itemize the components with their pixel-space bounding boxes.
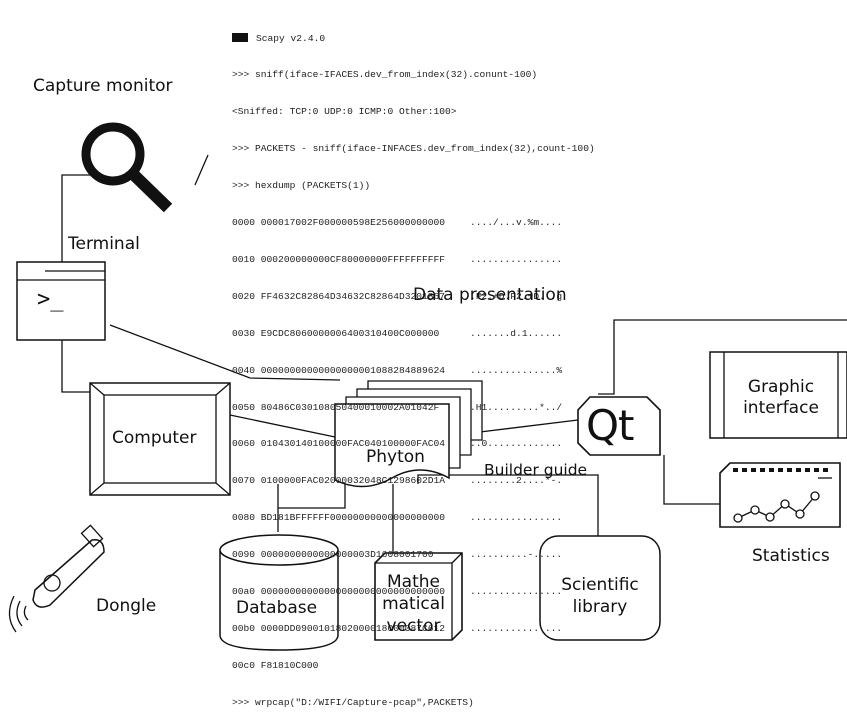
scapy-terminal-output: Scapy v2.4.0 >>> sniff(iface-IFACES.dev_… [232,8,595,721]
database-icon [219,534,339,651]
statistics-label: Statistics [752,546,830,566]
sci-label-line2: library [572,597,628,618]
hexdump-hex: 0060 010430140100000FAC040100000FAC04 [232,438,446,450]
computer-monitor [89,382,231,496]
hexdump-row: 0070 0100000FAC02000032048C1298602D1A...… [232,475,595,487]
math-label-line1: Mathe [387,572,440,592]
qt-logo-icon [577,396,661,456]
builder-guide-label: Builder guide [484,461,588,479]
hexdump-row: 0040 00000000000000000001088284889624...… [232,365,595,377]
scientific-library-box [539,535,661,641]
graphic-interface-label: Graphic interface [724,377,838,420]
qt-logo-text: Qt [586,401,635,450]
hexdump-ascii: ...............% [470,364,563,376]
graphic-label-line1: Graphic [747,377,815,397]
hexdump-hex: 0040 00000000000000000001088284889624 [232,364,446,376]
hexdump-hex: 0090 0000000000000000003D1608001700 [232,549,434,561]
hexdump-hex: 0030 E9CDC8060000006400310400C000000 [232,327,440,339]
terminal-line: >>> hexdump (PACKETS(1)) [232,180,371,192]
terminal-line: >>> sniff(iface-IFACES.dev_from_index(32… [232,69,538,81]
terminal-app-icon [232,32,248,42]
capture-monitor-label: Capture monitor [33,76,173,96]
terminal-prompt-icon: >_ [37,287,64,312]
terminal-line: >>> PACKETS - sniff(iface-INFACES.dev_fr… [232,143,595,155]
hexdump-hex: 0080 BD181BFFFFFF00000000000000000000 [232,512,446,524]
hexdump-ascii: ................ [470,253,563,265]
hexdump-row: 0080 BD181BFFFFFF00000000000000000000...… [232,512,595,524]
math-label-line2: matical [382,594,445,615]
terminal-line: <Sniffed: TCP:0 UDP:0 ICMP:0 Other:100> [232,106,457,118]
hexdump-ascii: ................ [470,585,563,597]
hexdump-row: 00a0 00000000000000000000000000000000...… [232,586,595,598]
usb-dongle-icon [8,524,105,633]
math-vector-cube [374,552,463,641]
terminal-label: Terminal [68,234,140,254]
hexdump-hex: 00b0 0000DD0900101802000018000087C612 [232,622,446,634]
scientific-library-label: Scientific library [540,574,660,618]
search-icon [81,122,173,213]
hexdump-row: 0090 0000000000000000003D1608001700.....… [232,549,595,561]
hexdump-hex: 0070 0100000FAC02000032048C1298602D1A [232,475,446,487]
hexdump-hex: 0010 000200000000CF80000000FFFFFFFFFF [232,253,446,265]
terminal-title-row: Scapy v2.4.0 [232,32,595,45]
math-label-line3: vector [386,616,441,637]
hexdump-row: 00b0 0000DD0900101802000018000087C612...… [232,623,595,635]
hexdump-ascii: ..........-..... [470,549,563,561]
sci-label-line1: Scientific [561,575,639,595]
data-presentation-label: Data presentation [413,285,567,305]
hexdump-row: 0020 FF4632C82864D34632C82864D3201867 .F2… [232,291,595,303]
hexdump-hex: 00a0 00000000000000000000000000000000 [232,585,446,597]
terminal-title: Scapy v2.4.0 [256,32,326,44]
hexdump-ascii: .H1.........*../ [470,401,563,413]
math-vector-label: Mathe matical vector [375,571,452,637]
hexdump-ascii: .F2.+D.F2.+D. .g [470,290,563,302]
graphic-interface-box [709,351,847,439]
database-label: Database [236,598,318,618]
hexdump-hex: 0050 80486C030108050400010002A01042F [232,401,440,413]
hexdump-ascii: .......d.1...... [470,327,563,339]
hexdump-hex: 00c0 F81810C000 [232,659,319,671]
statistics-card [719,462,841,528]
phyton-label: Phyton [366,447,425,467]
hexdump-ascii: ................ [470,512,563,524]
hexdump-ascii: ................ [470,622,563,634]
computer-label: Computer [112,428,197,448]
python-documents [334,380,483,488]
hexdump-row: 00c0 F81810C000 [232,660,595,672]
terminal-window-icon [16,261,106,341]
hexdump-row: 0060 010430140100000FAC040100000FAC04 ..0… [232,438,595,450]
hexdump-row: 0000 000017002F000000598E256000000000...… [232,217,595,229]
hexdump-hex: 0020 FF4632C82864D34632C82864D3201867 [232,290,446,302]
terminal-line: >>> wrpcap("D:/WIFI/Capture-pcap",PACKET… [232,696,474,708]
hexdump-ascii: ..../...v.%m.... [470,217,563,229]
hexdump-row: 0030 E9CDC8060000006400310400C000000....… [232,328,595,340]
architecture-diagram [8,122,847,651]
hexdump-row: 0010 000200000000CF80000000FFFFFFFFFF...… [232,254,595,266]
hexdump-row: 0050 80486C030108050400010002A01042F .H1.… [232,402,595,414]
hexdump-ascii: ..0............. [470,438,563,450]
hexdump-hex: 0000 000017002F000000598E256000000000 [232,217,446,229]
dongle-label: Dongle [96,596,157,616]
hexdump-ascii: ........2....*-. [470,475,563,487]
connector-lines [61,154,847,553]
graphic-label-line2: interface [743,398,819,419]
